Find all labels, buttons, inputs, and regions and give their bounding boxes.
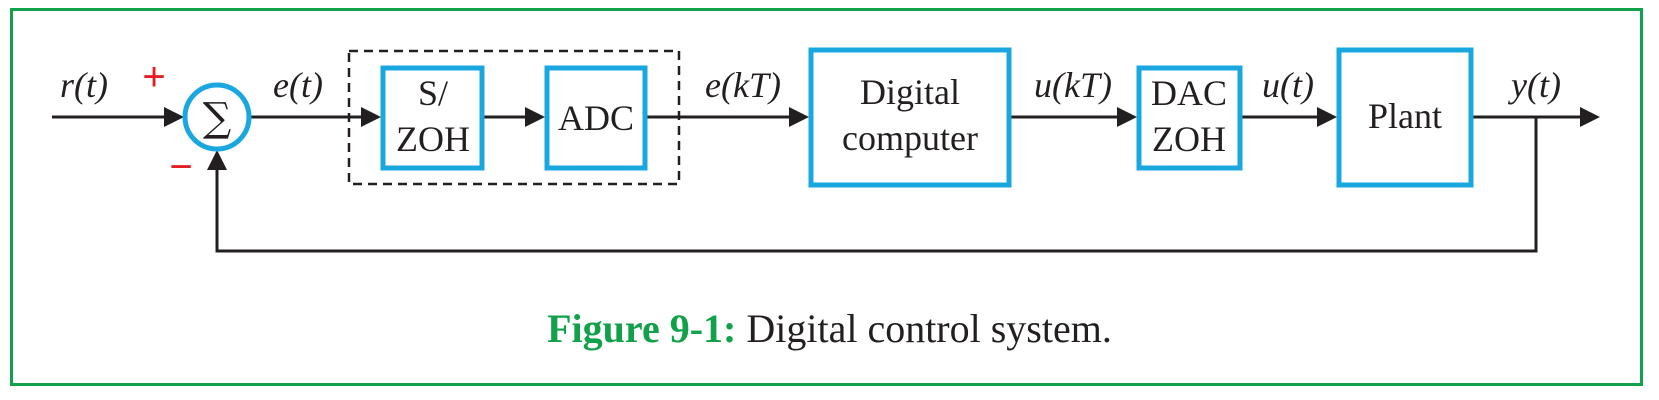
arrowhead-ekT (789, 107, 809, 127)
sampler-label-line2: ZOH (396, 119, 470, 159)
dac-zoh-block (1136, 65, 1243, 171)
dac-label-line1: DAC (1151, 73, 1227, 113)
arrowhead-u (1317, 107, 1337, 127)
signal-y-label: y(t) (1508, 65, 1561, 105)
arrowhead-sampler-adc (525, 107, 545, 127)
figure-frame (10, 8, 1643, 386)
summing-junction (182, 82, 252, 152)
arrowhead-output (1580, 107, 1600, 127)
computer-label-line2: computer (842, 118, 978, 158)
caption-text: Digital control system. (736, 306, 1112, 351)
wire-feedback (215, 117, 1538, 253)
arrowhead-error (361, 107, 381, 127)
signal-ekT-label: e(kT) (705, 65, 781, 105)
digital-computer-block (808, 47, 1012, 188)
sampler-label-line1: S/ (418, 73, 448, 113)
signal-r-label: r(t) (60, 65, 108, 105)
sampling-group-dashed-box (347, 49, 681, 186)
adc-label: ADC (558, 98, 634, 138)
signal-u-label: u(t) (1262, 65, 1314, 105)
signal-ukT-label: u(kT) (1034, 65, 1112, 105)
plus-sign: + (142, 55, 165, 99)
computer-label-line1: Digital (860, 72, 960, 112)
minus-sign: − (169, 145, 192, 189)
arrowhead-ukT (1117, 107, 1137, 127)
plant-block (1336, 47, 1474, 188)
adc-block (544, 65, 648, 171)
dac-label-line2: ZOH (1152, 119, 1226, 159)
caption-figure-label: Figure 9-1: (547, 306, 737, 351)
arrowhead-input (164, 107, 184, 127)
plant-label: Plant (1368, 96, 1442, 136)
sampler-zoh-block (380, 65, 485, 171)
figure-caption: Figure 9-1: Digital control system. (0, 305, 1659, 352)
signal-e-label: e(t) (273, 65, 323, 105)
arrowhead-feedback (207, 150, 227, 170)
sigma-symbol: ∑ (203, 95, 232, 141)
